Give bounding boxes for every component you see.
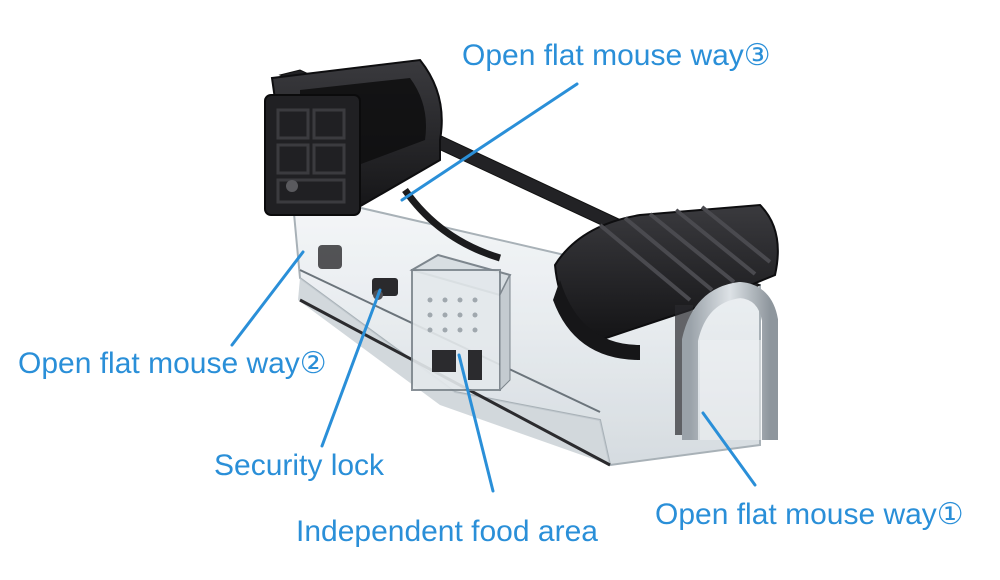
leader-lock: [320, 288, 382, 448]
right-end-cap: [553, 203, 779, 435]
leader-food: [457, 353, 495, 493]
leader-way1: [701, 411, 757, 487]
left-end-cap: [264, 58, 443, 217]
label-open-flat-mouse-way-2: Open flat mouse way②: [18, 347, 327, 380]
leader-way3: [400, 82, 579, 202]
callout-lines: [230, 82, 757, 493]
label-open-flat-mouse-way-3: Open flat mouse way③: [462, 39, 771, 72]
label-independent-food-area: Independent food area: [296, 515, 598, 548]
food-box: [409, 253, 512, 392]
label-open-flat-mouse-way-1: Open flat mouse way①: [655, 498, 964, 531]
leader-way2: [230, 250, 305, 347]
metal-door: [682, 281, 778, 440]
label-security-lock: Security lock: [214, 449, 385, 482]
